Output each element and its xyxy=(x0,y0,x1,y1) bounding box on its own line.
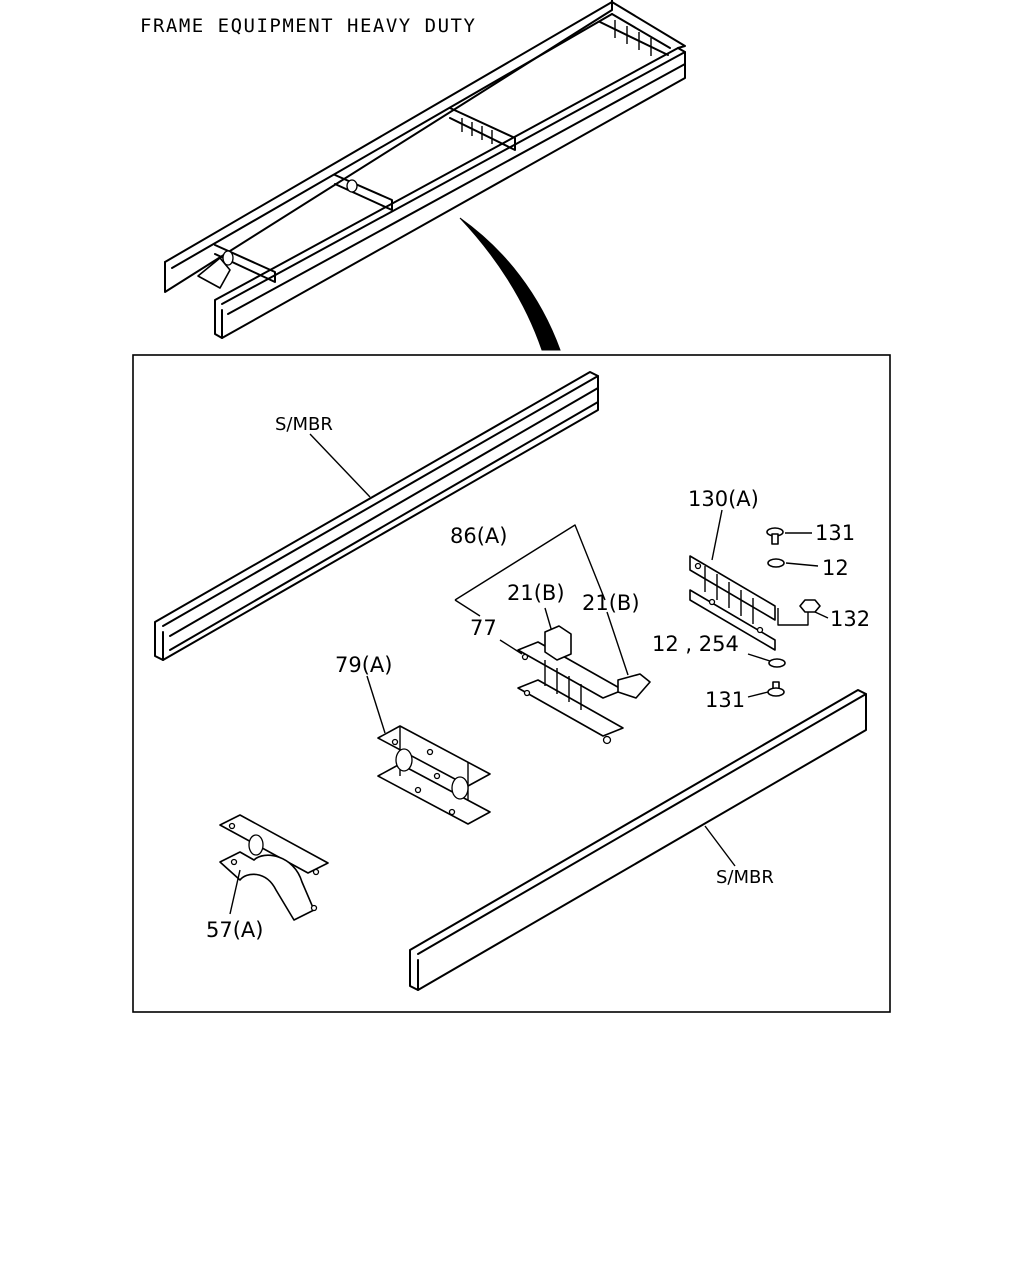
label-79a: 79(A) xyxy=(335,653,392,677)
curved-arrow-icon xyxy=(459,217,561,351)
label-12-254: 12 , 254 xyxy=(652,632,739,656)
washer-icon xyxy=(767,558,785,568)
bolt-icon-2 xyxy=(767,681,785,697)
diagram-title: FRAME EQUIPMENT HEAVY DUTY xyxy=(140,15,476,37)
part-57a-bracket xyxy=(219,814,329,921)
label-side-member-upper: S/MBR xyxy=(275,414,333,435)
label-57a: 57(A) xyxy=(206,918,263,942)
nut-icon xyxy=(799,599,821,613)
label-86a: 86(A) xyxy=(450,524,507,548)
label-21b-left: 21(B) xyxy=(507,581,565,605)
label-131-bottom: 131 xyxy=(705,688,745,712)
side-member-upper xyxy=(154,371,599,661)
part-79a-crossmember xyxy=(377,725,491,825)
bolt-icon xyxy=(766,527,784,545)
label-132: 132 xyxy=(830,607,870,631)
frame-overview xyxy=(164,0,686,339)
label-12: 12 xyxy=(822,556,849,580)
part-86a-crossmember xyxy=(517,625,651,745)
label-131-top: 131 xyxy=(815,521,855,545)
washer-icon-2 xyxy=(768,658,786,668)
part-130a-crossmember xyxy=(689,555,776,651)
label-77: 77 xyxy=(470,616,497,640)
label-130a: 130(A) xyxy=(688,487,759,511)
label-21b-right: 21(B) xyxy=(582,591,640,615)
label-side-member-lower: S/MBR xyxy=(716,867,774,888)
bracket-86a xyxy=(454,524,606,601)
detail-frame xyxy=(132,354,891,1013)
side-member-lower xyxy=(409,689,867,991)
